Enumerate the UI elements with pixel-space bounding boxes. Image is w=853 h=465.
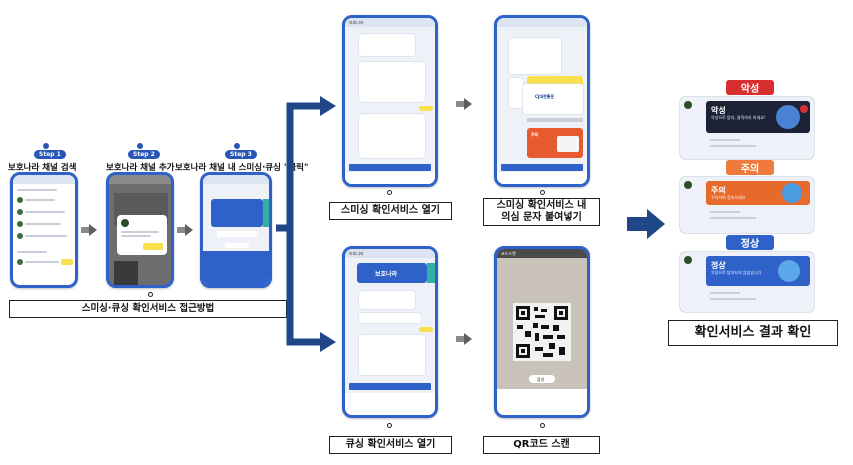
banner-title-caution: 주의 bbox=[711, 186, 726, 195]
step-1-badge: Step 1 bbox=[34, 150, 66, 159]
qr-code-image bbox=[513, 303, 571, 361]
result-card-caution: 주의 주의하여 접속하세요 bbox=[680, 177, 814, 233]
result-caption: 확인서비스 결과 확인 bbox=[668, 320, 838, 346]
step-1-title: 보호나라 채널 검색 bbox=[8, 163, 77, 173]
bird-mascot-icon bbox=[778, 260, 800, 282]
result-arrow bbox=[627, 209, 665, 239]
paste-caption-line1: 스미싱 확인서비스 내 bbox=[496, 199, 587, 211]
step-2-badge: Step 2 bbox=[128, 150, 160, 159]
smishing-open-caption: 스미싱 확인서비스 열기 bbox=[329, 202, 452, 220]
caution-brand: 주의 bbox=[531, 132, 539, 137]
qshing-open-caption: 큐싱 확인서비스 열기 bbox=[329, 436, 452, 454]
result-card-malicious: 악성 악성으로 탐지, 클릭하지 마세요! bbox=[680, 97, 814, 159]
mid-arrow-top bbox=[456, 98, 472, 110]
step-arrow-1 bbox=[81, 224, 97, 236]
paste-caption: 스미싱 확인서비스 내 의심 문자 붙여넣기 bbox=[483, 198, 600, 226]
step-1-phone bbox=[10, 172, 78, 288]
step-arrow-2 bbox=[177, 224, 193, 236]
phone-status-bar bbox=[13, 175, 75, 184]
banner-sub-normal: 악성으로 탐지되지 않았습니다 bbox=[711, 270, 762, 275]
banner-sub-malicious: 악성으로 탐지, 클릭하지 마세요! bbox=[711, 115, 766, 120]
step-3-title: 보호나라 채널 내 스미싱·큐싱 "클릭" bbox=[175, 163, 309, 173]
step-2-phone bbox=[106, 172, 174, 288]
result-badge-caution: 주의 bbox=[726, 160, 774, 175]
smishing-phone: 보호나라 bbox=[342, 15, 438, 187]
step-2-title: 보호나라 채널 추가 bbox=[106, 163, 175, 173]
phone-app-name: 보호나라 bbox=[345, 18, 435, 27]
qr-capture-button[interactable]: 촬영 bbox=[537, 377, 545, 382]
banner-sub-caution: 주의하여 접속하세요 bbox=[711, 195, 746, 200]
paste-caption-line2: 의심 문자 붙여넣기 bbox=[501, 212, 582, 223]
qr-scan-caption: QR코드 스캔 bbox=[483, 436, 600, 454]
paste-phone: CJ대한통운 주의 bbox=[494, 15, 590, 187]
result-badge-malicious: 악성 bbox=[726, 80, 774, 95]
qshing-phone: 보호나라 보호나라 bbox=[342, 246, 438, 418]
mid-arrow-bottom bbox=[456, 333, 472, 345]
qr-phone: 코드스캔 촬영 bbox=[494, 246, 590, 418]
bird-mascot-icon bbox=[776, 105, 800, 129]
result-card-normal: 정상 악성으로 탐지되지 않았습니다 bbox=[680, 252, 814, 312]
branch-arrows bbox=[276, 96, 336, 352]
phone-app-name-2: 보호나라 bbox=[345, 249, 435, 258]
banner-title-normal: 정상 bbox=[711, 261, 726, 270]
bird-mascot-icon bbox=[782, 183, 802, 203]
banner-title-malicious: 악성 bbox=[711, 106, 726, 115]
step-3-phone bbox=[200, 172, 272, 288]
step-3-badge: Step 3 bbox=[225, 150, 257, 159]
result-badge-normal: 정상 bbox=[726, 235, 774, 250]
cj-brand: CJ대한통운 bbox=[535, 94, 555, 99]
qr-header: 코드스캔 bbox=[497, 249, 587, 258]
access-method-caption: 스미싱·큐싱 확인서비스 접근방법 bbox=[9, 300, 287, 318]
mini-banner: 보호나라 bbox=[375, 271, 398, 278]
